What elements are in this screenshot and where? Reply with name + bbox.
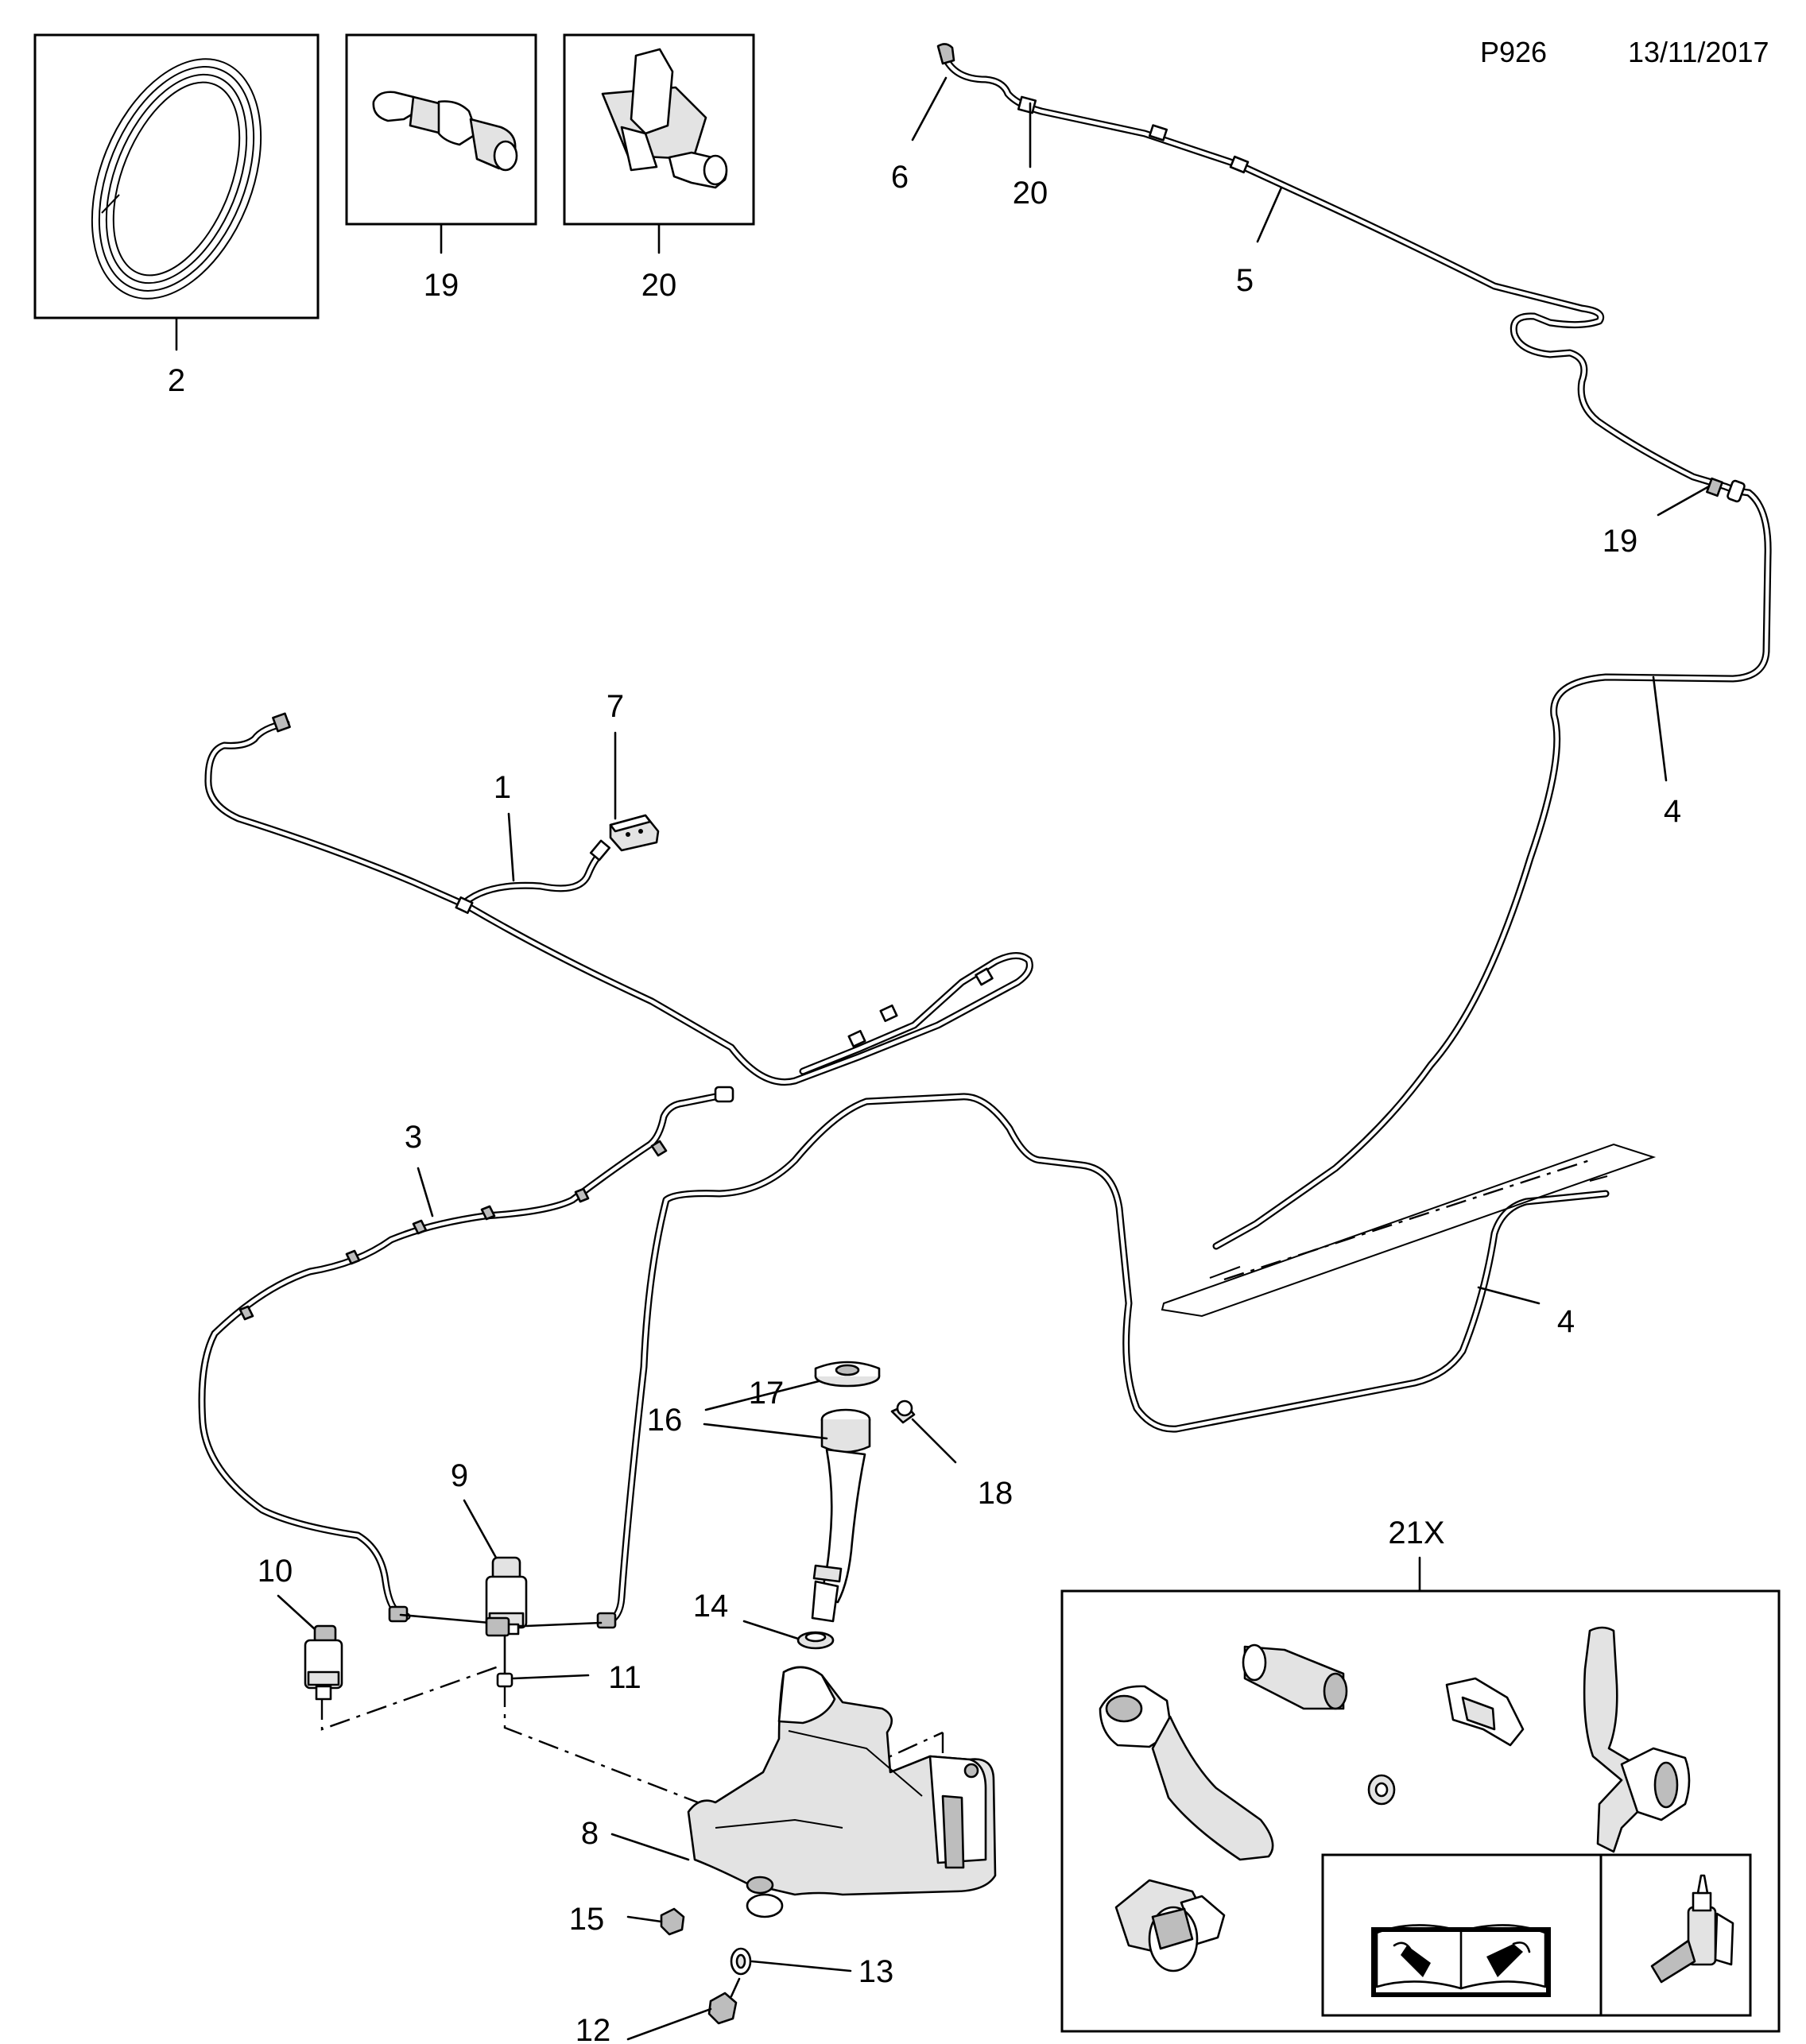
callout-4-lower: 4 xyxy=(1557,1304,1575,1339)
washer-nozzle-part-7 xyxy=(609,814,660,852)
callout-19-inset: 19 xyxy=(424,268,459,303)
callout-12: 12 xyxy=(576,2013,611,2044)
callout-leaders xyxy=(277,76,1711,2041)
callout-9: 9 xyxy=(451,1458,468,1493)
callout-10: 10 xyxy=(258,1554,293,1589)
filler-neck-part-16 xyxy=(811,1408,871,1623)
hose-coil-icon xyxy=(91,58,262,300)
callout-20-main: 20 xyxy=(1013,176,1048,211)
washer-pump-part-10 xyxy=(304,1624,343,1701)
filler-cap-part-17 xyxy=(814,1361,881,1388)
callout-16: 16 xyxy=(647,1403,683,1438)
hose-elbow-connector-icon xyxy=(1099,1685,1274,1861)
hose-1-front-line xyxy=(204,712,1033,1086)
callout-3: 3 xyxy=(405,1120,422,1155)
hose-3-line xyxy=(198,1086,734,1623)
t-piece-part-11 xyxy=(496,1634,514,1688)
callout-7: 7 xyxy=(607,689,624,724)
callout-6: 6 xyxy=(891,160,909,195)
callout-15: 15 xyxy=(569,1902,605,1937)
callout-18: 18 xyxy=(978,1476,1013,1511)
diagram-code: P926 xyxy=(1480,36,1547,68)
repair-manual-book-icon xyxy=(1371,1924,1551,1997)
clip-part-18 xyxy=(890,1399,916,1424)
inset-box-part-2: 2 xyxy=(33,33,320,398)
callout-20-inset: 20 xyxy=(641,268,677,303)
inset-box-part-19: 19 xyxy=(345,33,537,303)
callout-21x: 21X xyxy=(1388,1516,1444,1550)
callout-14: 14 xyxy=(693,1589,729,1624)
hose-clip-icon xyxy=(601,48,728,189)
callout-17: 17 xyxy=(749,1376,785,1411)
nut-part-12 xyxy=(707,1977,741,2025)
repair-kit-21x: 21X xyxy=(1060,1516,1781,2033)
bolt-part-15 xyxy=(660,1907,685,1936)
connector-sleeve-icon xyxy=(1242,1643,1348,1710)
nut-icon-kit xyxy=(1367,1774,1396,1806)
callout-19-main: 19 xyxy=(1603,524,1638,559)
callout-11: 11 xyxy=(608,1660,641,1695)
washer-pump-part-9 xyxy=(399,1556,603,1637)
hose-connector-icon xyxy=(372,91,518,172)
grommet-part-14 xyxy=(796,1631,835,1650)
door-sill-strip xyxy=(1161,1143,1657,1318)
hose-clip-icon-kit xyxy=(1445,1677,1525,1747)
hose-5-fittings xyxy=(936,43,1746,503)
adhesive-bottle-icon xyxy=(1650,1874,1734,1984)
washer-reservoir-part-8 xyxy=(687,1666,997,1918)
callout-2: 2 xyxy=(168,363,185,398)
electrical-connector-icon xyxy=(1114,1879,1226,1972)
callout-1: 1 xyxy=(494,770,511,805)
callout-8: 8 xyxy=(581,1816,599,1851)
callout-13: 13 xyxy=(858,1954,894,1989)
hose-5-rear-line xyxy=(940,52,1742,495)
diagram-date: 13/11/2017 xyxy=(1628,36,1769,68)
inset-box-part-20: 20 xyxy=(563,33,755,303)
callout-5: 5 xyxy=(1236,263,1254,298)
hose-4-lower-line xyxy=(596,1093,1610,1629)
filler-hose-connector-icon xyxy=(1583,1626,1691,1853)
callout-4-upper: 4 xyxy=(1664,794,1681,829)
washer-seal-part-13 xyxy=(730,1947,752,1976)
hose-4-upper-line xyxy=(1212,487,1772,1250)
